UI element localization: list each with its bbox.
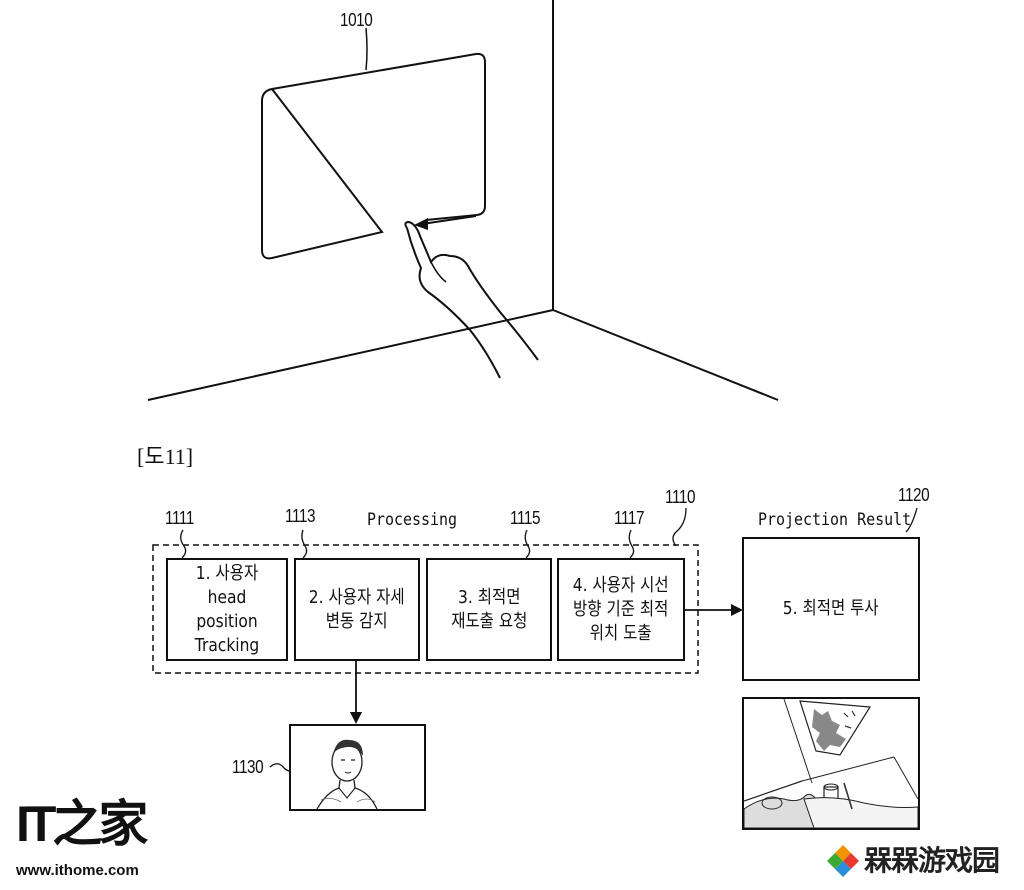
projection-title: Projection Result: [758, 510, 912, 530]
ref-1010-label: 1010: [340, 10, 373, 30]
step-3-box: 3. 최적면 재도출 요청: [426, 558, 552, 661]
ref-1113-label: 1113: [285, 506, 316, 526]
projected-panel-outline: [261, 52, 486, 260]
touch-arrowhead: [414, 218, 428, 230]
ref-1120-label: 1120: [898, 485, 930, 505]
step-1-text: 1. 사용자 head position Tracking: [194, 562, 260, 656]
step-4-box: 4. 사용자 시선 방향 기준 최적 위치 도출: [557, 558, 685, 661]
ref-1120-leader: [905, 507, 918, 533]
ithome-logo: IT之家: [14, 796, 154, 856]
ref-1117-label: 1117: [614, 508, 645, 528]
arrow-to-camera-head: [350, 712, 362, 724]
ref-1115-leader: [524, 529, 531, 559]
step-1-box: 1. 사용자 head position Tracking: [166, 558, 288, 661]
ref-1010-leader: [365, 27, 368, 71]
ref-1117-leader: [628, 529, 635, 559]
ref-1111-leader: [180, 529, 187, 559]
floor-left-line: [147, 309, 554, 401]
step-5-text: 5. 최적면 투사: [783, 598, 879, 619]
top-figure-drawing: [147, 0, 779, 401]
person-illustration: [316, 739, 378, 809]
ref-1110-label: 1110: [665, 487, 696, 507]
step-2-box: 2. 사용자 자세 변동 감지: [294, 558, 420, 661]
ref-1130-label: 1130: [232, 757, 264, 777]
hand-lower-outline: [406, 227, 501, 379]
ithome-url: www.ithome.com: [16, 862, 139, 879]
game-site-name: 槑槑游戏园: [864, 844, 1000, 877]
step-3-text: 3. 최적면 재도출 요청: [450, 586, 528, 632]
game-site-logo-icon: [826, 844, 860, 878]
step-2-text: 2. 사용자 자세 변동 감지: [309, 586, 405, 632]
step-4-text: 4. 사용자 시선 방향 기준 최적 위치 도출: [573, 574, 669, 644]
arrow-to-projection-head: [731, 604, 743, 616]
touch-arrow-line: [421, 215, 477, 225]
processing-title: Processing: [367, 510, 458, 530]
floor-right-line: [552, 309, 779, 401]
figure-caption: [도11]: [137, 444, 194, 469]
flow-diagram-lines: [152, 507, 918, 772]
ithome-logo-text: IT之家: [16, 796, 148, 852]
hand-knuckle: [430, 261, 447, 283]
hand-upper-outline: [404, 220, 539, 361]
step-5-box: 5. 최적면 투사: [742, 537, 920, 681]
room-scene-illustration: [744, 699, 918, 828]
projection-result-image: [742, 697, 920, 830]
ref-1111-label: 1111: [165, 508, 194, 528]
processing-group-border: [152, 544, 699, 674]
ref-1113-leader: [301, 529, 308, 559]
ref-1115-label: 1115: [510, 508, 541, 528]
ref-1110-leader: [672, 507, 687, 547]
camera-person-image: [289, 724, 426, 811]
